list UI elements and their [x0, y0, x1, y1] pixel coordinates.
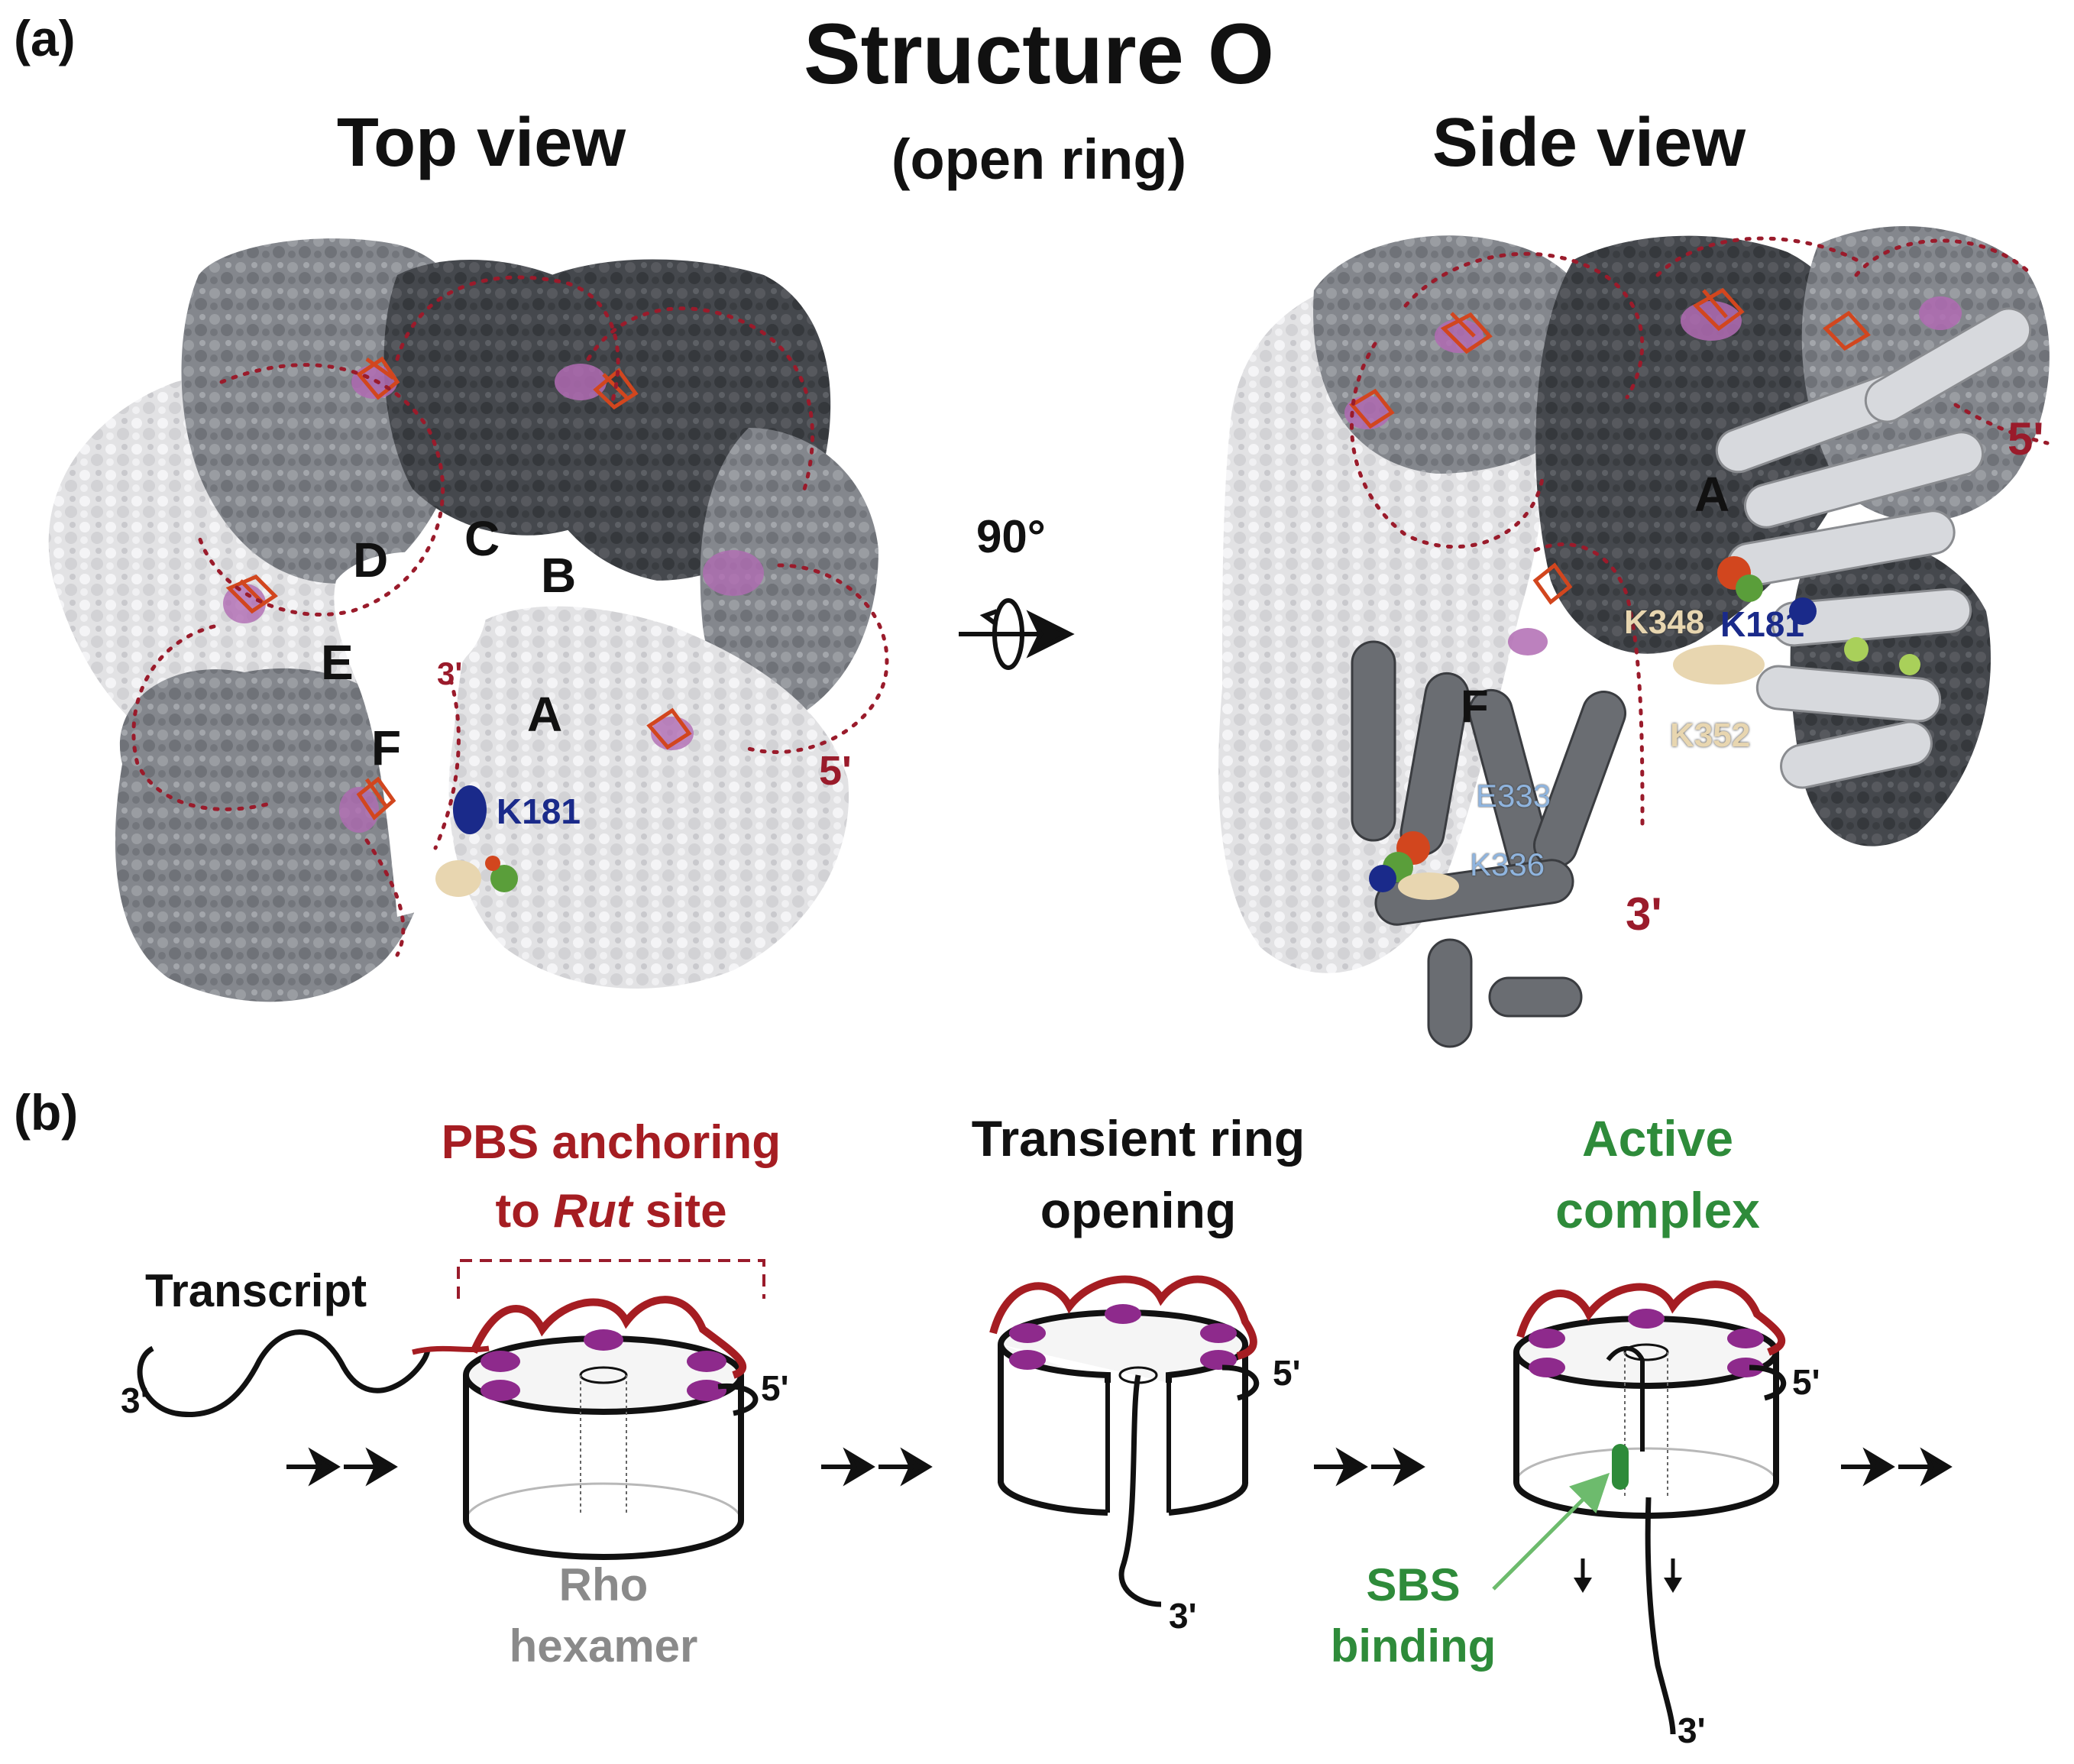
subunit-e-label: E [321, 635, 354, 690]
top-view-structure [48, 238, 889, 1002]
subunit-f-surface [115, 668, 434, 1002]
step1-title-site: site [632, 1185, 727, 1238]
transcript-line [137, 1329, 431, 1417]
side-subunit-a-label: A [1694, 467, 1730, 522]
k348-label: K348 [1624, 604, 1705, 641]
panel-a-label: (a) [14, 10, 76, 66]
cyl3-3prime: 3' [1678, 1711, 1706, 1750]
rotation-arrow [959, 598, 1075, 670]
step2-title-line1: Transient ring [971, 1110, 1306, 1167]
k352-label: K352 [1670, 717, 1751, 754]
k181-residue-top [453, 785, 487, 834]
k336-label: K336 [1470, 846, 1545, 882]
active-complex-cylinder [1492, 1280, 1787, 1735]
pbs-bracket [457, 1259, 765, 1299]
step1-title-to: to [495, 1185, 554, 1238]
subunit-b-outer-surface [700, 428, 878, 721]
rotation-label: 90° [976, 511, 1046, 562]
side-view-5prime: 5' [2008, 413, 2044, 464]
k181-label-side: K181 [1720, 604, 1804, 644]
transcript-label: Transcript [145, 1265, 367, 1316]
progress-arrows-1 [286, 1447, 398, 1487]
subunit-f-label: F [371, 720, 402, 775]
panel-b-label: (b) [14, 1084, 79, 1141]
subunit-a-surface [448, 606, 849, 989]
step3-title-line2: complex [1555, 1182, 1760, 1238]
rho-hexamer-cylinder [463, 1296, 759, 1560]
cyl1-5prime: 5' [761, 1368, 789, 1408]
step1-title-line2: to Rut site [405, 1184, 817, 1238]
step2-title-line2: opening [1040, 1182, 1237, 1238]
cyl3-5prime: 5' [1792, 1362, 1820, 1402]
subunit-d-label: D [353, 532, 389, 587]
side-subunit-f-label: F [1461, 681, 1489, 732]
sbs-label-line2: binding [1330, 1620, 1496, 1672]
side-view-3prime: 3' [1626, 888, 1662, 940]
subunit-b-label: B [541, 548, 577, 603]
e333-label: E333 [1476, 778, 1551, 814]
top-view-3prime: 3' [437, 655, 463, 691]
step1-title-line1: PBS anchoring [441, 1116, 781, 1169]
hexamer-label-line2: hexamer [509, 1620, 698, 1672]
top-view-5prime: 5' [819, 748, 852, 794]
k181-label-top: K181 [497, 791, 581, 831]
step1-title-rut: Rut [553, 1185, 633, 1238]
step3-title-line1: Active [1581, 1110, 1734, 1167]
open-ring-cylinder [989, 1275, 1260, 1607]
progress-arrows-4 [1841, 1447, 1953, 1487]
progress-arrows-2 [821, 1447, 933, 1487]
figure-subtitle: (open ring) [891, 128, 1187, 191]
side-view-title: Side view [1432, 105, 1746, 181]
hexamer-label-line1: Rho [558, 1559, 649, 1610]
subunit-a-label: A [527, 687, 563, 742]
subunit-c-label: C [464, 511, 500, 566]
progress-arrows-3 [1314, 1447, 1425, 1487]
top-view-title: Top view [336, 105, 626, 181]
cyl2-3prime: 3' [1169, 1596, 1197, 1636]
ring-gap [334, 552, 488, 917]
cyl2-5prime: 5' [1273, 1353, 1301, 1393]
sbs-label-line1: SBS [1366, 1559, 1461, 1610]
side-view-structure [1218, 226, 2050, 1048]
figure-title: Structure O [803, 6, 1275, 102]
transcript-3prime: 3' [121, 1380, 149, 1420]
